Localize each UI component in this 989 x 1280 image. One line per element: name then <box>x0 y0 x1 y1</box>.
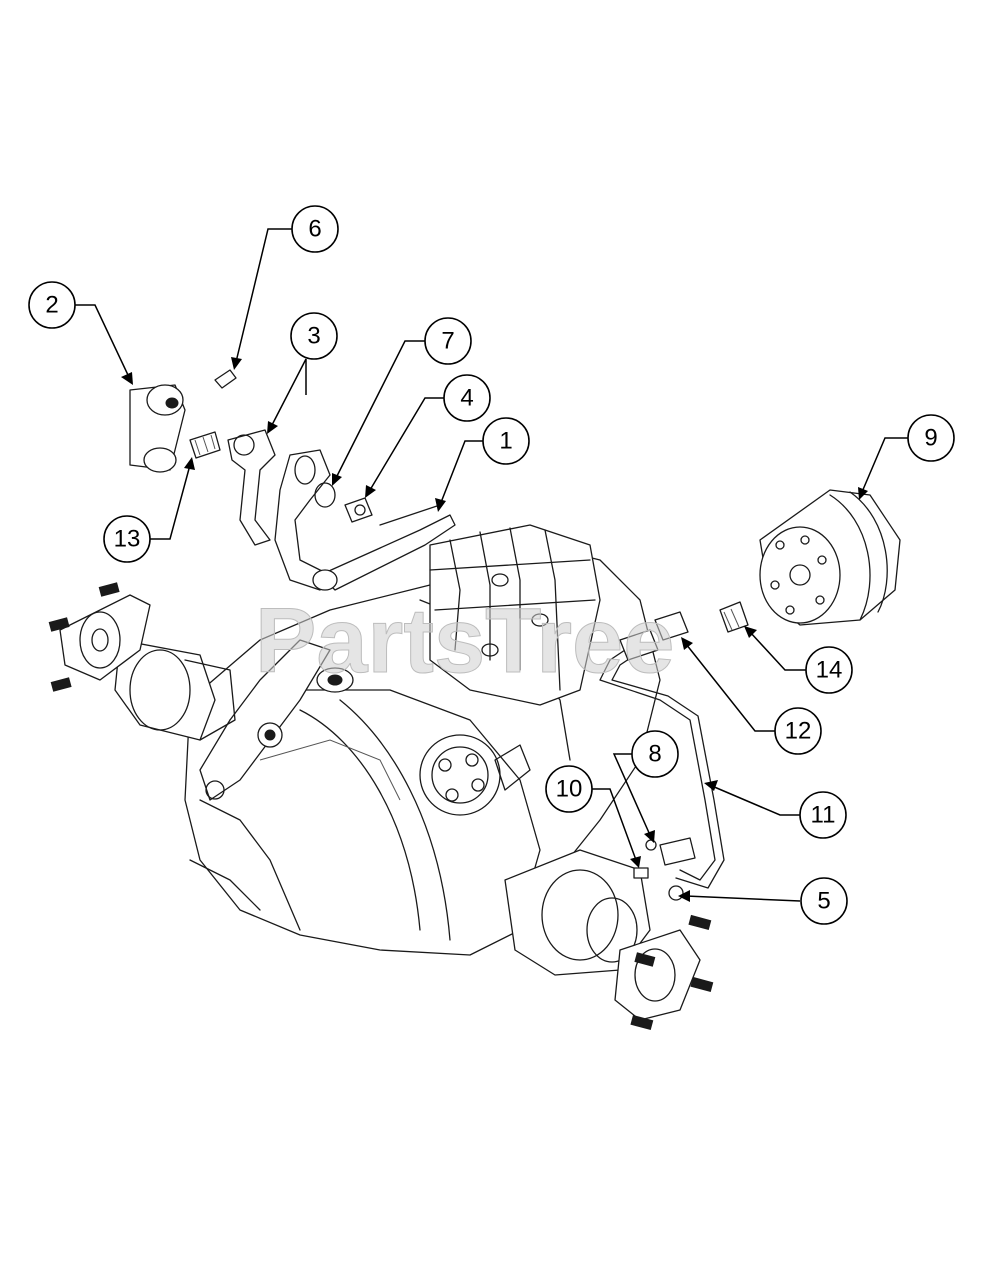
callout-5: 5 <box>800 877 848 925</box>
callout-9-label: 9 <box>924 425 937 452</box>
callout-6: 6 <box>291 205 339 253</box>
callout-4: 4 <box>443 374 491 422</box>
callout-14-label: 14 <box>816 657 843 684</box>
callout-14: 14 <box>805 646 853 694</box>
callout-3: 3 <box>290 312 338 360</box>
oil-filter-drawing <box>719 489 901 633</box>
callout-7-label: 7 <box>441 328 454 355</box>
leader-lines <box>75 228 908 902</box>
callout-3-label: 3 <box>307 323 320 350</box>
right-axle-hub-drawing <box>504 849 714 1031</box>
callout-9: 9 <box>907 414 955 462</box>
callout-10: 10 <box>545 765 593 813</box>
transaxle-drawing <box>184 524 661 956</box>
callout-5-label: 5 <box>817 888 830 915</box>
partstree-watermark: PartsTree <box>255 590 674 692</box>
callout-7: 7 <box>424 317 472 365</box>
callout-4-label: 4 <box>460 385 473 412</box>
callout-12: 12 <box>774 707 822 755</box>
callout-1: 1 <box>482 417 530 465</box>
left-axle-hub-drawing <box>48 582 236 741</box>
control-linkage-drawing <box>129 369 456 591</box>
callout-2-label: 2 <box>45 292 58 319</box>
callout-12-label: 12 <box>785 718 812 745</box>
callout-1-label: 1 <box>499 428 512 455</box>
hydraulic-line-drawing <box>599 611 725 901</box>
callout-13-label: 13 <box>114 526 141 553</box>
callout-8-label: 8 <box>648 741 661 768</box>
callout-11-label: 11 <box>811 802 836 829</box>
callout-6-label: 6 <box>308 216 321 243</box>
callout-10-label: 10 <box>556 776 583 803</box>
callout-11: 11 <box>799 791 847 839</box>
callout-2: 2 <box>28 281 76 329</box>
callout-8: 8 <box>631 730 679 778</box>
callout-13: 13 <box>103 515 151 563</box>
